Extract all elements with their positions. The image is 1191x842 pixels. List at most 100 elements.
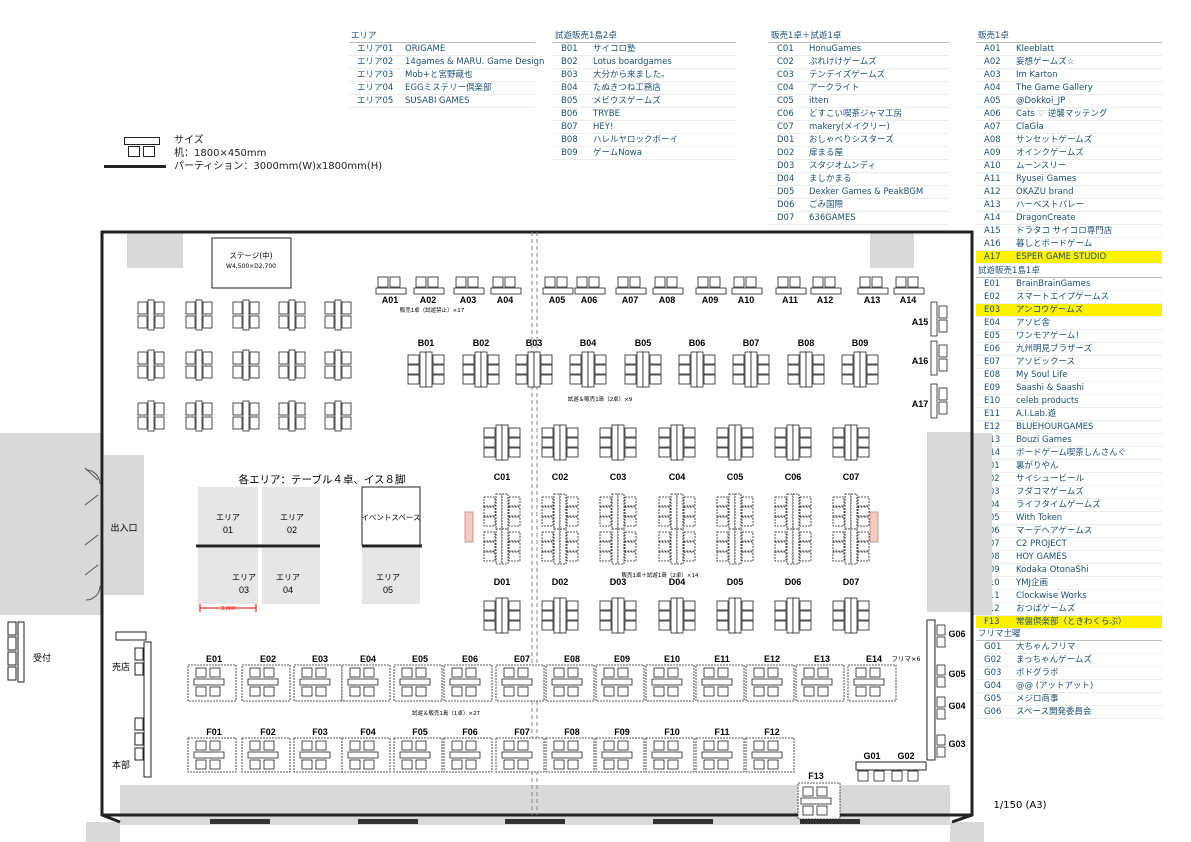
c-island-chair [774,437,787,448]
c-dashed-chair [599,516,612,527]
booth-code: D02 [777,148,795,158]
b-island-chair [757,364,770,375]
c-dashed-chair [832,506,845,517]
lounge-table [147,349,155,381]
booth-code: エリア01 [357,44,394,54]
c-dashed-chair [541,506,554,517]
booth-label-d02: D02 [552,577,569,587]
booth-label-g02: G02 [897,751,914,761]
b-island-chair [407,364,420,375]
booth-label-b09: B09 [852,338,869,348]
c-dashed-chair [857,496,870,507]
f-chair [315,759,327,770]
booth-code: B09 [561,148,578,158]
d-island-table [553,597,561,634]
exhibitor-name: 九州明見ブラザーズ [1016,344,1093,354]
booth-label-b01: B01 [418,338,435,348]
a-chair [938,344,948,358]
f-table [501,751,533,759]
booth-code: エリア04 [357,83,394,93]
exhibitor-name: ドラタコ サイコロ専門店 [1016,226,1113,236]
booth-label-a06: A06 [581,295,598,305]
c-dashed-table [501,528,509,565]
c-dashed-chair [658,496,671,507]
right-corridor [972,433,992,615]
f-table [347,751,379,759]
booth-label-b07: B07 [743,338,760,348]
a-side-table [930,340,938,376]
area-label: エリア [216,513,240,522]
a-chair [427,276,439,288]
a-chair [467,276,479,288]
exhibitor-name: With Token [1016,513,1063,523]
e-chair [401,667,413,678]
c-dashed-chair [599,496,612,507]
exhibitor-name: アークライト [809,83,860,93]
b-island-table [425,351,433,388]
g-chair [936,734,946,746]
c-island-chair [483,427,496,438]
d-island-chair [541,600,554,611]
booth-label-a16: A16 [912,356,929,366]
c-island-chair [599,437,612,448]
booth-code: B06 [561,109,578,119]
table-header: 販売1卓 [976,30,1162,43]
booth-code: C01 [777,44,794,54]
a-table [810,287,842,295]
area-number: 05 [383,585,393,595]
f-chair [349,759,361,770]
desk-icon [124,137,160,157]
booth-label-b04: B04 [580,338,597,348]
c-dashed-table [850,528,858,565]
booth-code: D05 [777,187,795,197]
b-island-chair [594,364,607,375]
f-chair [667,740,679,751]
b-island-chair [569,364,582,375]
d-island-chair [716,620,729,631]
c-island-chair [799,437,812,448]
a-table [652,287,684,295]
exhibitor-name: SUSABI GAMES [405,96,470,106]
c-island-chair [832,437,845,448]
c-island-chair [658,437,671,448]
booth-code: C06 [777,109,794,119]
exhibitor-name: Kleeblatt [1016,44,1055,54]
booth-code: B08 [561,135,578,145]
c-dashed-table [850,493,858,530]
c-dashed-table [676,528,684,565]
lounge-chair [324,351,335,365]
booth-label-f04: F04 [360,727,376,737]
d-island-table [611,597,619,634]
c-dashed-chair [799,531,812,542]
exhibitor-name: Lotus boardgames [593,57,672,67]
c-island-chair [716,437,729,448]
e-chair [415,686,427,697]
b-island-chair [569,374,582,385]
booth-code: B04 [561,83,578,93]
a-chair [492,276,504,288]
area-label: エリア [280,513,304,522]
booth-code: A11 [984,174,1001,184]
booth-label-e02: E02 [260,654,276,664]
c-dashed-chair [716,541,729,552]
c-dashed-chair [508,496,521,507]
b-island-chair [624,364,637,375]
e-chair [753,686,765,697]
b-island-chair [432,364,445,375]
c-island-chair [483,437,496,448]
booth-code: G05 [984,694,1002,704]
c-dashed-chair [832,541,845,552]
f-table [551,751,583,759]
c-dashed-chair [857,531,870,542]
e-chair [195,686,207,697]
booth-label-c02: C02 [552,472,569,482]
c-dashed-chair [832,496,845,507]
c-island-table [792,424,800,461]
e-chair [349,686,361,697]
